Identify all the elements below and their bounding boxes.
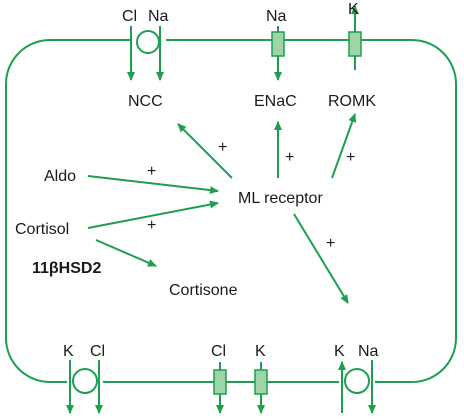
k-channel-label: K [255,343,266,360]
receptor-to-romk-arrow [331,113,357,179]
enzyme-label: 11βHSD2 [32,260,101,277]
sign-aldo: + [147,163,156,180]
pump-k-label: K [334,343,345,360]
kcl-k-label: K [63,343,74,360]
enac-label: ENaC [254,93,297,110]
cortisol-to-receptor-arrow [87,200,219,229]
aldo-to-receptor-arrow [87,175,219,195]
receptor-to-basolateral-arrow [293,213,349,304]
sign-enac: + [285,149,294,166]
ncc-cl-label: Cl [122,8,137,25]
enac-channel [271,26,285,81]
aldo-label: Aldo [44,168,76,185]
basolateral-k-channel [254,362,268,414]
cell-membrane [5,39,457,383]
sign-basolateral: + [326,235,335,252]
sign-romk: + [346,149,355,166]
receptor-label: ML receptor [238,190,323,207]
receptor-to-ncc-arrow [177,123,233,179]
cortisol-label: Cortisol [15,221,69,238]
cl-channel-label: Cl [211,343,226,360]
sign-ncc: + [218,139,227,156]
na-k-pump [338,360,376,414]
ncc-label: NCC [128,93,163,110]
basolateral-cl-channel [213,362,227,414]
pump-na-label: Na [358,343,379,360]
kcl-cl-label: Cl [90,343,105,360]
ncc-na-label: Na [148,8,169,25]
cortisol-to-cortisone-arrow [95,239,157,267]
romk-label: ROMK [328,93,376,110]
sign-cortisol: + [147,217,156,234]
romk-channel [348,5,362,70]
enac-na-label: Na [266,8,287,25]
cortisone-label: Cortisone [169,282,238,299]
kcl-cotransporter [66,360,103,414]
ncc-transporter [127,26,166,81]
romk-k-label: K [348,1,359,18]
